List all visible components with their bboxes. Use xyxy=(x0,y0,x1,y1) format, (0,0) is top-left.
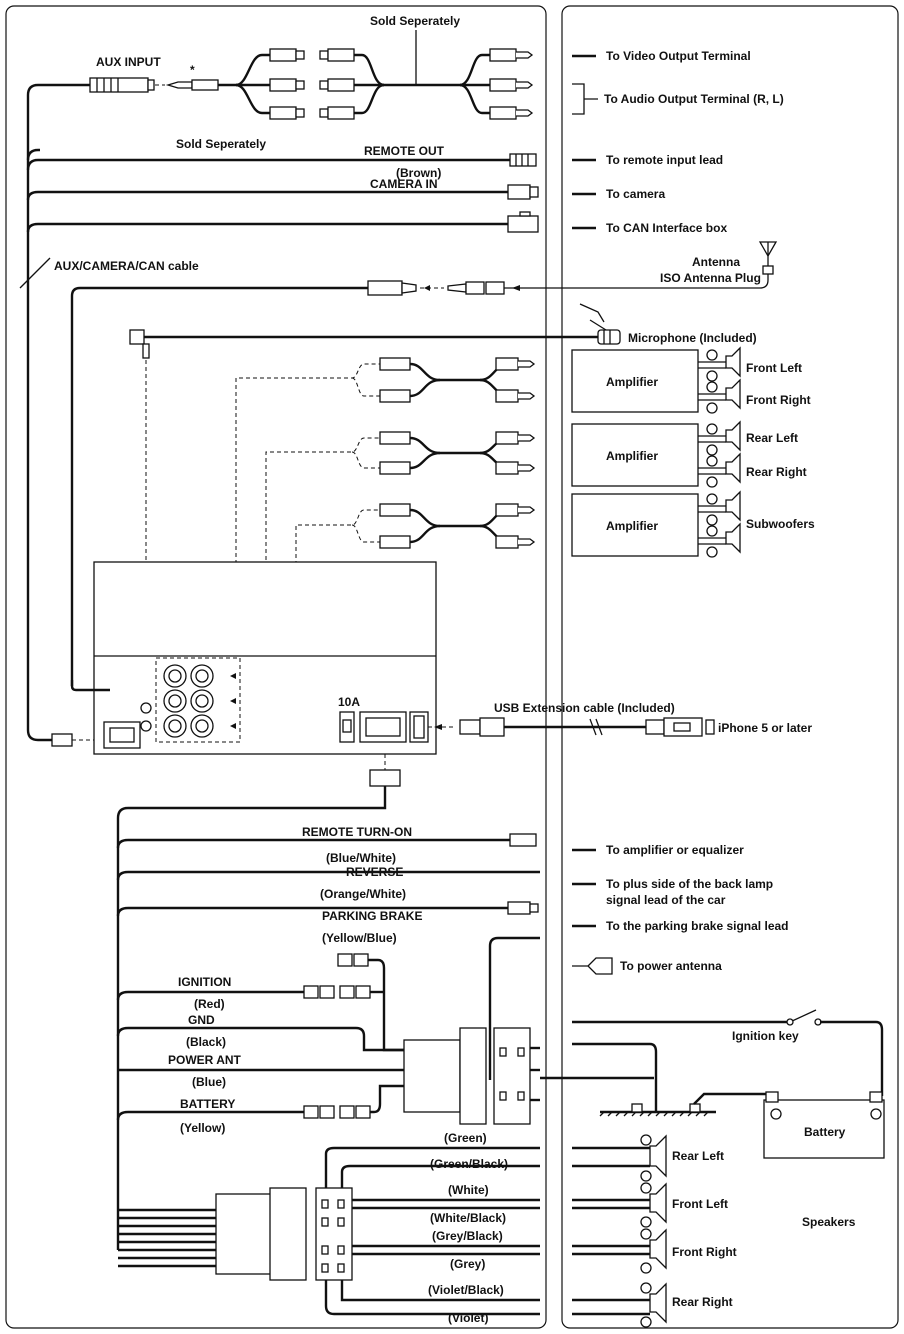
brown-label: (Brown) xyxy=(396,166,441,180)
rca-plugs-right xyxy=(489,48,534,120)
iso-plug-label: ISO Antenna Plug xyxy=(660,271,761,285)
aux-input-connector xyxy=(89,77,236,93)
back-lamp-label-1: To plus side of the back lamp xyxy=(606,877,773,891)
aux-input-label: AUX INPUT xyxy=(96,55,161,69)
front-right-amp-label: Front Right xyxy=(746,393,811,407)
green-label: (Green) xyxy=(444,1131,487,1145)
left-panel xyxy=(5,5,547,1329)
rear-right-amp-label: Rear Right xyxy=(746,465,807,479)
power-antenna-label: To power antenna xyxy=(620,959,722,973)
sold-separately-top-label: Sold Seperately xyxy=(370,14,460,28)
black-label: (Black) xyxy=(186,1035,226,1049)
iso-antenna-plug xyxy=(447,281,505,295)
right-panel xyxy=(561,5,899,1329)
grey-label: (Grey) xyxy=(450,1257,485,1271)
violet-label: (Violet) xyxy=(448,1311,488,1325)
grey-black-label: (Grey/Black) xyxy=(432,1229,503,1243)
antenna-extension-plug xyxy=(367,280,417,296)
orange-white-label: (Orange/White) xyxy=(320,887,406,901)
violet-black-label: (Violet/Black) xyxy=(428,1283,504,1297)
usb-extension-label: USB Extension cable (Included) xyxy=(494,701,675,715)
rear-left-speaker-label: Rear Left xyxy=(672,1149,724,1163)
subwoofers-label: Subwoofers xyxy=(746,517,815,531)
microphone-icon xyxy=(579,303,621,345)
preout-cables xyxy=(235,357,536,726)
reverse-label: REVERSE xyxy=(346,865,403,879)
camera-in-connector xyxy=(507,184,539,200)
aux-camera-can-cable-label: AUX/CAMERA/CAN cable xyxy=(54,259,199,273)
amplifier-2-label: Amplifier xyxy=(606,449,658,463)
gnd-label: GND xyxy=(188,1013,215,1027)
parking-lead-label: To the parking brake signal lead xyxy=(606,919,789,933)
amplifier-block-2 xyxy=(571,420,741,488)
camera-in-label: CAMERA IN xyxy=(370,177,438,191)
can-cable-plug xyxy=(51,733,73,747)
iphone-label: iPhone 5 or later xyxy=(718,721,812,735)
remote-out-connector xyxy=(509,153,537,167)
can-box-label: To CAN Interface box xyxy=(606,221,727,235)
remote-out-label: REMOTE OUT xyxy=(364,144,445,158)
amplifier-block-3 xyxy=(571,490,741,558)
usb-extension-cable xyxy=(459,717,715,737)
asterisk-label: * xyxy=(190,63,195,77)
ignition-key-label: Ignition key xyxy=(732,1029,799,1043)
blue-label: (Blue) xyxy=(192,1075,226,1089)
yellow-blue-label: (Yellow/Blue) xyxy=(322,931,397,945)
red-label: (Red) xyxy=(194,997,225,1011)
ignition-battery-circuit xyxy=(540,1009,885,1159)
parking-brake-label: PARKING BRAKE xyxy=(322,909,422,923)
battery-wire-label: BATTERY xyxy=(180,1097,235,1111)
front-left-speaker-label: Front Left xyxy=(672,1197,728,1211)
head-unit xyxy=(70,561,437,787)
amplifier-1-label: Amplifier xyxy=(606,375,658,389)
back-lamp-label-2: signal lead of the car xyxy=(606,893,726,907)
rear-left-amp-label: Rear Left xyxy=(746,431,798,445)
to-camera-label: To camera xyxy=(606,187,665,201)
blue-white-label: (Blue/White) xyxy=(326,851,396,865)
antenna-icon xyxy=(758,241,778,275)
can-connector xyxy=(507,211,539,233)
remote-turn-on-label: REMOTE TURN-ON xyxy=(302,825,412,839)
rear-right-speaker-label: Rear Right xyxy=(672,1295,733,1309)
antenna-label: Antenna xyxy=(692,255,740,269)
remote-input-label: To remote input lead xyxy=(606,153,723,167)
power-ant-label: POWER ANT xyxy=(168,1053,242,1067)
front-right-speaker-label: Front Right xyxy=(672,1245,737,1259)
front-left-amp-label: Front Left xyxy=(746,361,802,375)
rca-plugs-left xyxy=(269,48,355,120)
microphone-jack xyxy=(129,329,150,359)
video-output-label: To Video Output Terminal xyxy=(606,49,751,63)
battery-label: Battery xyxy=(804,1125,846,1139)
yellow-label: (Yellow) xyxy=(180,1121,225,1135)
microphone-label: Microphone (Included) xyxy=(628,331,757,345)
amp-eq-label: To amplifier or equalizer xyxy=(606,843,744,857)
fuse-label: 10A xyxy=(338,695,360,709)
amplifier-block-1 xyxy=(571,346,741,414)
white-label: (White) xyxy=(448,1183,489,1197)
amplifier-3-label: Amplifier xyxy=(606,519,658,533)
sold-separately-bottom-label: Sold Seperately xyxy=(176,137,266,151)
audio-output-label: To Audio Output Terminal (R, L) xyxy=(604,92,784,106)
ignition-label: IGNITION xyxy=(178,975,231,989)
speakers-label: Speakers xyxy=(802,1215,856,1229)
speaker-outputs xyxy=(572,1134,667,1328)
white-black-label: (White/Black) xyxy=(430,1211,506,1225)
green-black-label: (Green/Black) xyxy=(430,1157,508,1171)
power-harness xyxy=(116,786,540,1316)
